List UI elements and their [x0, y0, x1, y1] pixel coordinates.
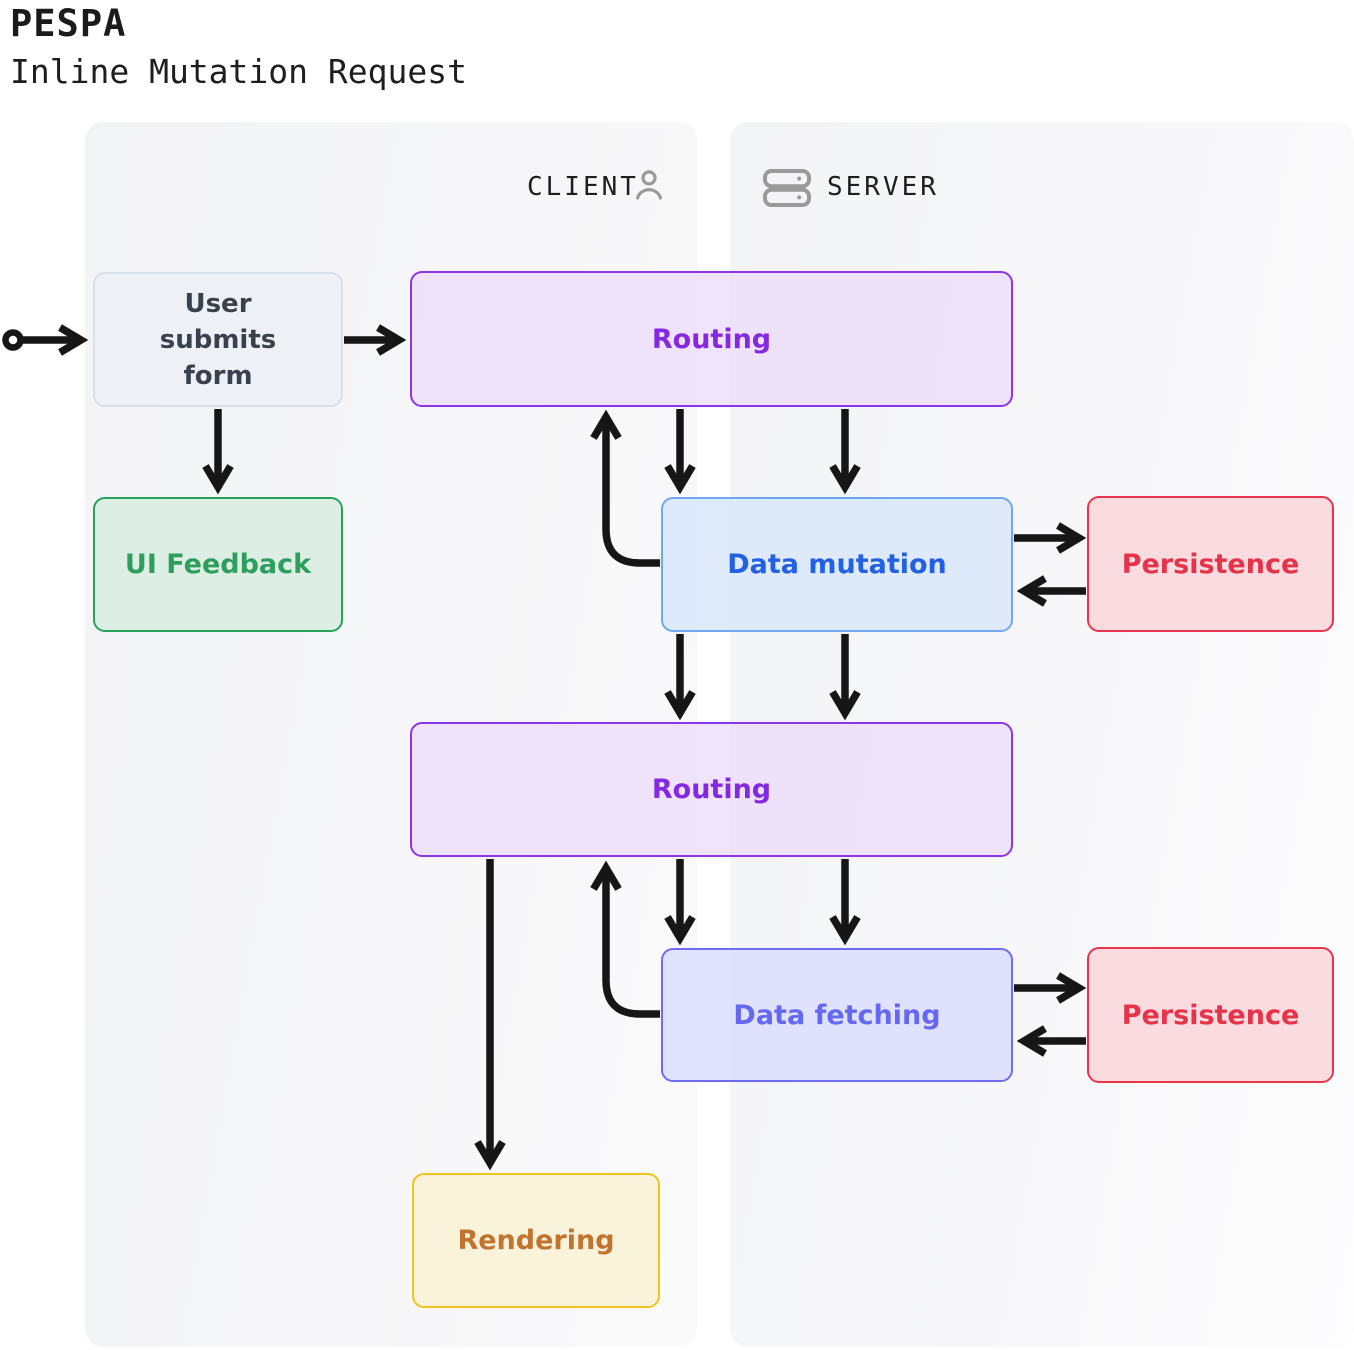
node-data-fetching: Data fetching — [661, 948, 1013, 1082]
node-label: Routing — [651, 323, 772, 355]
page-subtitle: Inline Mutation Request — [10, 52, 467, 91]
start-point — [2, 329, 24, 351]
node-label: Data fetching — [733, 999, 941, 1031]
node-ui-feedback: UI Feedback — [93, 497, 343, 632]
node-routing-1: Routing — [410, 271, 1013, 407]
server-icon — [762, 168, 812, 212]
node-rendering: Rendering — [412, 1173, 660, 1308]
node-label: Rendering — [457, 1225, 615, 1256]
node-label: Data mutation — [727, 549, 947, 580]
node-label: User submits form — [159, 288, 277, 391]
node-routing-2: Routing — [410, 722, 1013, 857]
node-persistence-2: Persistence — [1087, 947, 1334, 1083]
node-label: Routing — [651, 774, 772, 805]
client-lane-label: CLIENT — [527, 172, 639, 202]
node-persistence-1: Persistence — [1087, 496, 1334, 632]
server-lane-label: SERVER — [827, 172, 939, 202]
node-label: Persistence — [1121, 548, 1300, 580]
node-data-mutation: Data mutation — [661, 497, 1013, 632]
node-label: UI Feedback — [124, 549, 312, 580]
node-user-submits-form: User submits form — [93, 272, 343, 407]
node-label: Persistence — [1121, 999, 1300, 1031]
page-title: PESPA — [10, 2, 127, 45]
person-icon — [630, 166, 668, 208]
